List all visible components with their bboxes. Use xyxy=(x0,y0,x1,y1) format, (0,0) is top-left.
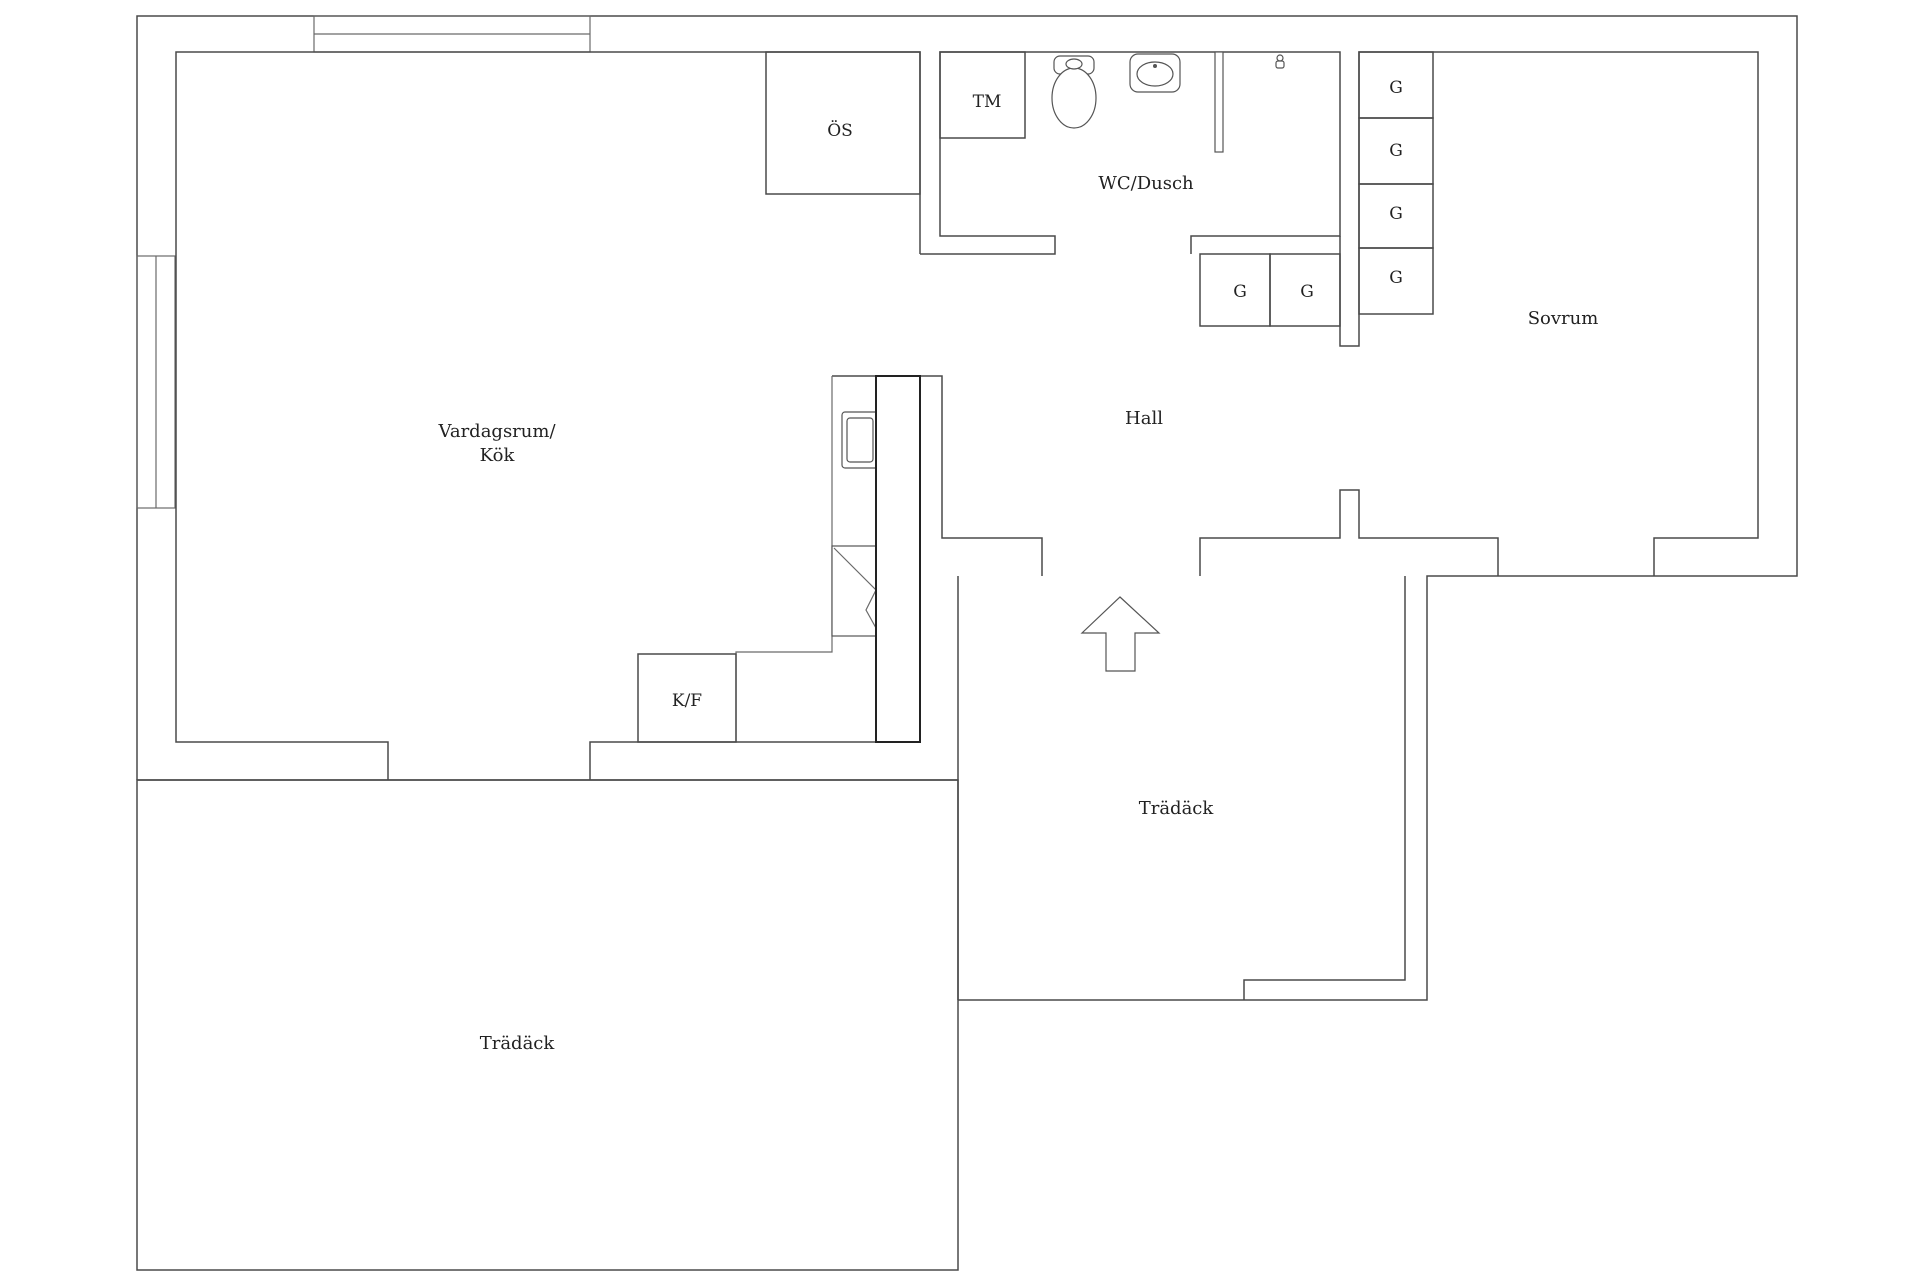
label-wardrobe: G xyxy=(1389,204,1403,224)
shower-screen xyxy=(1214,51,1224,153)
toilet-icon xyxy=(1051,55,1097,129)
stove-icon xyxy=(831,545,877,637)
label-front-deck: Trädäck xyxy=(1139,798,1215,819)
label-wardrobe: G xyxy=(1389,141,1403,161)
label-living-kitchen-line1: Vardagsrum/ xyxy=(437,421,556,442)
shower-head-icon xyxy=(1275,54,1285,69)
label-wardrobe: G xyxy=(1389,268,1403,288)
label-main-deck: Trädäck xyxy=(480,1033,556,1054)
label-living-kitchen-line2: Kök xyxy=(480,445,516,466)
entrance-arrow-icon xyxy=(1080,596,1161,672)
sink-icon xyxy=(1129,53,1181,93)
label-kf: K/F xyxy=(672,691,702,711)
label-wardrobe: G xyxy=(1233,282,1247,302)
label-wc-shower: WC/Dusch xyxy=(1098,173,1194,194)
kitchen-island xyxy=(875,375,921,743)
hall-wardrobes xyxy=(1199,253,1341,327)
tm-cabinet xyxy=(939,51,1026,139)
os-closet xyxy=(765,51,921,195)
label-tm: TM xyxy=(973,92,1002,112)
label-os: ÖS xyxy=(827,120,853,141)
bedroom-wardrobes xyxy=(1358,51,1434,315)
top-window xyxy=(313,15,591,53)
kitchen-sink-icon xyxy=(841,411,879,469)
label-hall: Hall xyxy=(1125,408,1163,429)
bedroom-walls xyxy=(1199,51,1759,576)
main-deck xyxy=(136,779,959,1271)
house-outer-walls xyxy=(136,15,1798,1001)
left-window xyxy=(136,255,176,509)
label-wardrobe: G xyxy=(1300,282,1314,302)
front-deck-edge xyxy=(1243,576,1406,1000)
label-bedroom: Sovrum xyxy=(1528,308,1599,329)
fridge-freezer xyxy=(637,653,737,743)
label-wardrobe: G xyxy=(1389,78,1403,98)
living-room-walls xyxy=(175,51,921,780)
